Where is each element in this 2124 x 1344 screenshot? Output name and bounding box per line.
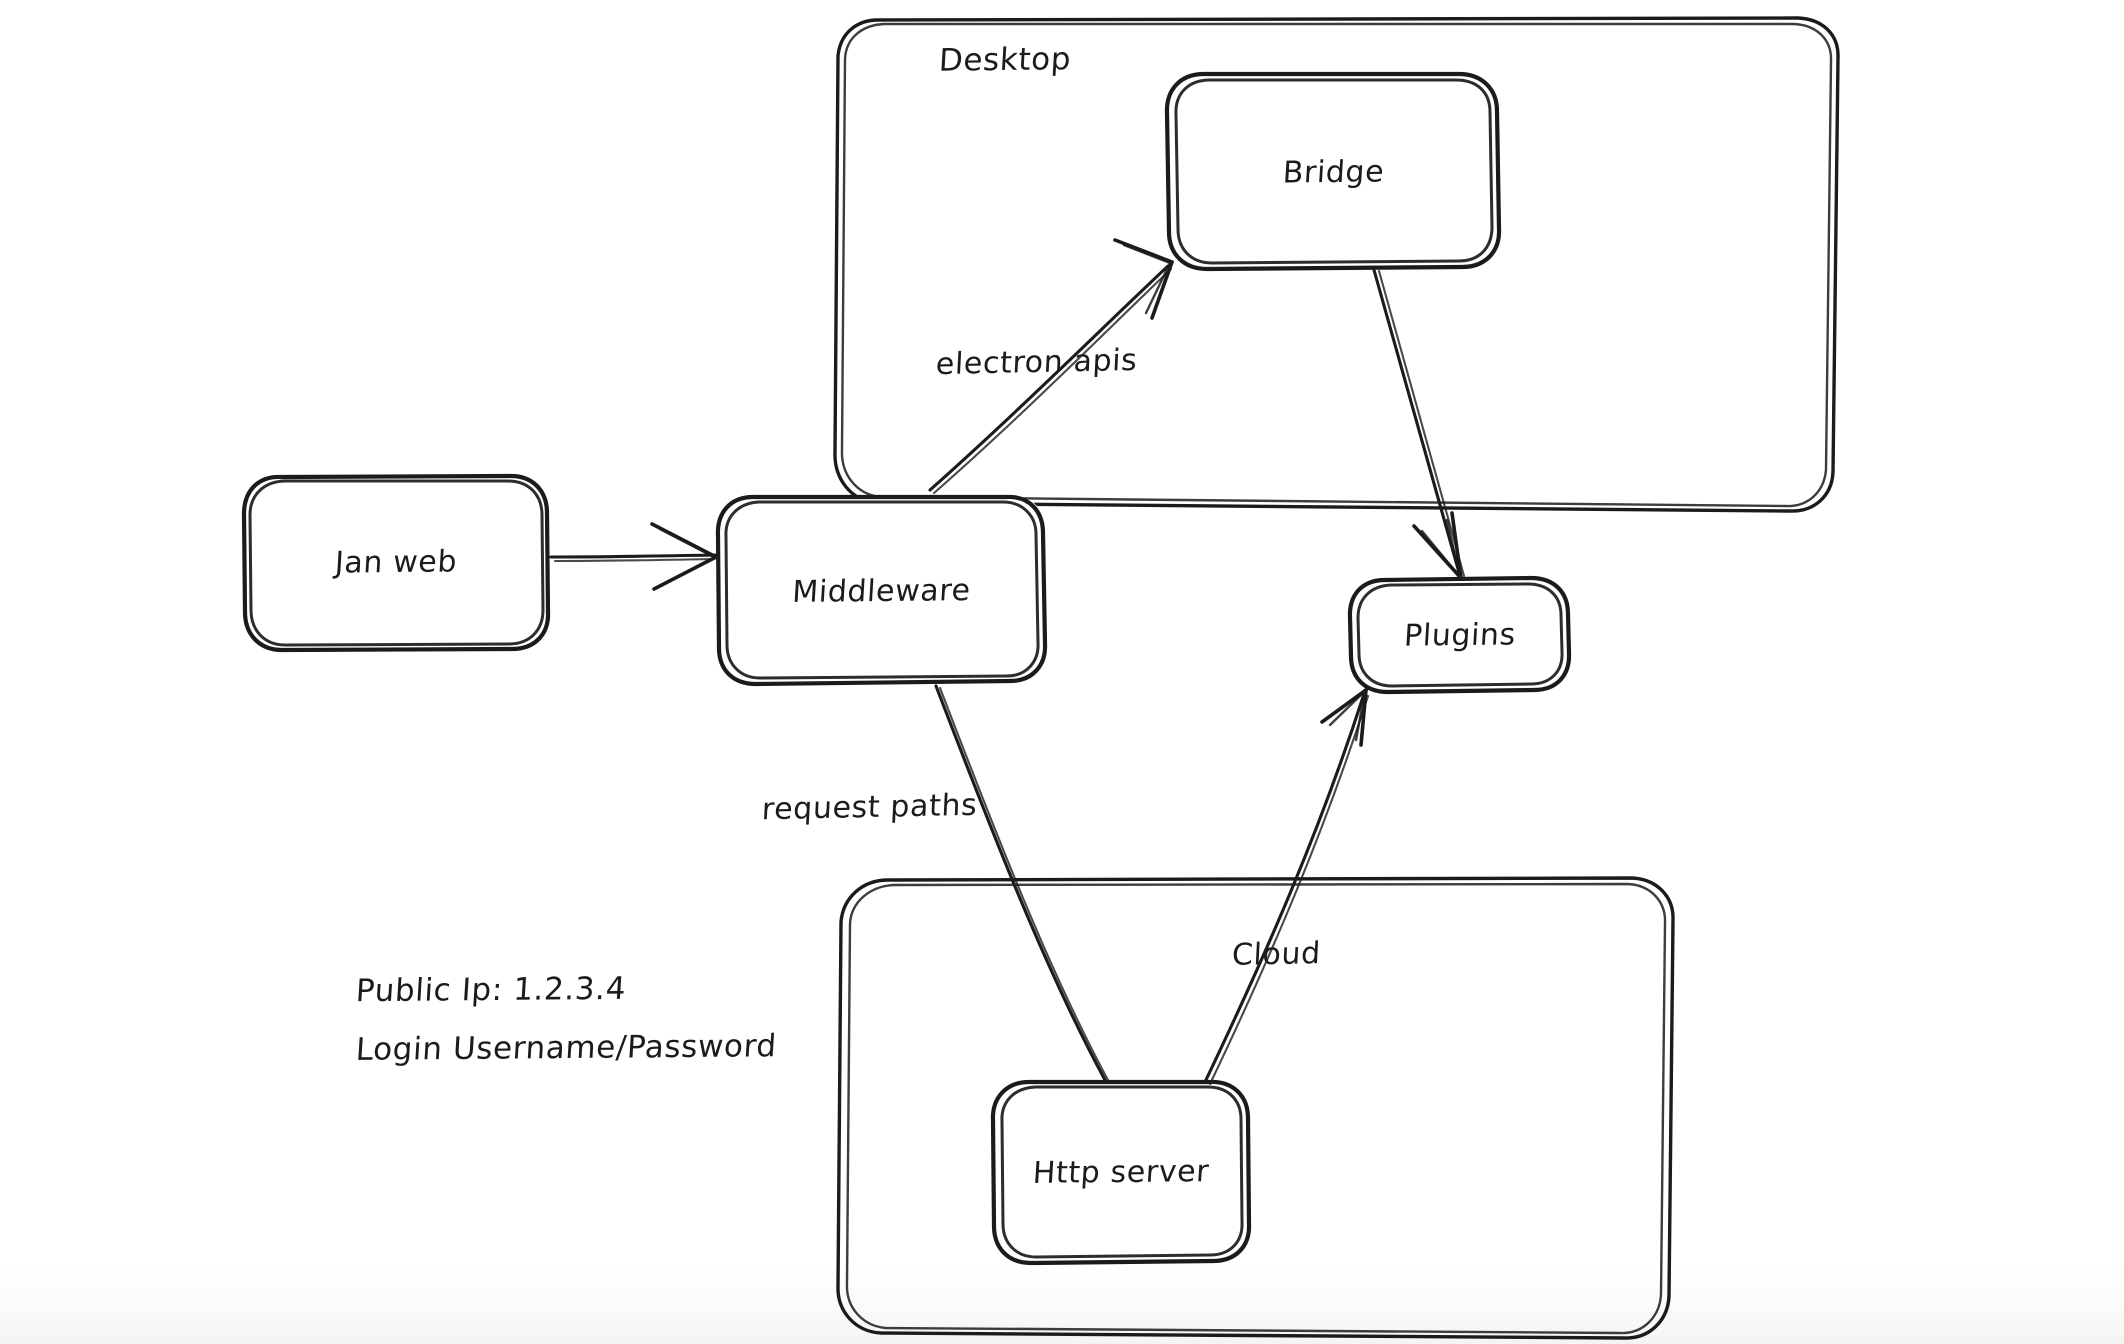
note-login-credentials: Login Username/Password xyxy=(354,1028,778,1068)
edge-janweb-to-middleware[interactable] xyxy=(549,522,718,591)
node-label-bridge: Bridge xyxy=(1281,154,1386,191)
node-label-plugins: Plugins xyxy=(1403,617,1517,654)
edge-middleware-to-bridge[interactable] xyxy=(928,238,1174,495)
node-label-middleware: Middleware xyxy=(791,573,972,610)
container-desktop[interactable] xyxy=(833,16,1840,513)
container-cloud[interactable] xyxy=(836,876,1675,1340)
node-bridge[interactable] xyxy=(1164,71,1502,272)
edge-label-request-paths: request paths xyxy=(761,787,979,828)
edge-httpserver-to-plugins[interactable] xyxy=(1203,688,1370,1086)
node-middleware[interactable] xyxy=(715,494,1048,687)
edge-middleware-to-httpserver[interactable] xyxy=(934,684,1111,1084)
node-http-server[interactable] xyxy=(990,1079,1252,1266)
edge-label-electron-apis: electron apis xyxy=(935,342,1139,383)
note-public-ip: Public Ip: 1.2.3.4 xyxy=(354,970,628,1010)
node-jan-web[interactable] xyxy=(241,473,551,653)
edge-bridge-to-plugins[interactable] xyxy=(1372,268,1466,580)
node-plugins[interactable] xyxy=(1347,575,1572,695)
node-label-http-server: Http server xyxy=(1031,1154,1211,1191)
container-label-desktop: Desktop xyxy=(937,41,1073,79)
node-label-jan-web: Jan web xyxy=(333,544,459,581)
edge-label-cloud: Cloud xyxy=(1231,936,1322,973)
